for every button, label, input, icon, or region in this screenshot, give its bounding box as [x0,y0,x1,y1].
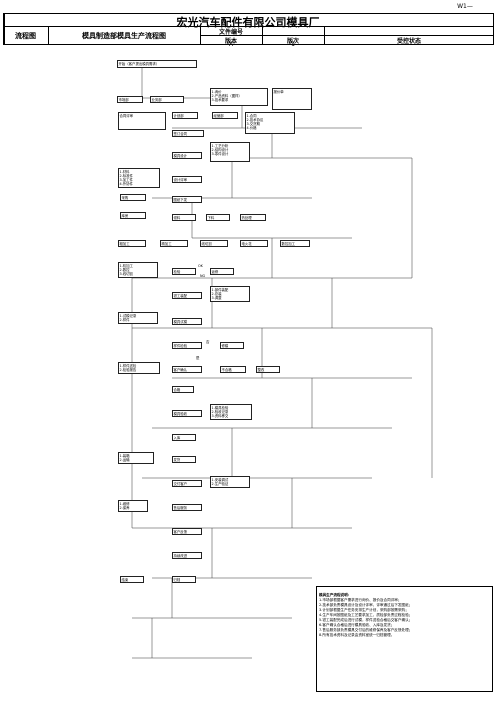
node-correct: 整改 [256,366,280,373]
node-repair: 修模 [220,342,244,349]
node-cut: 下料 [206,214,230,221]
node-after-sales: 售后服务 [172,504,202,511]
node-trial-record: 1.试模记录 2.样件 [118,312,158,324]
yes-label: 是 [196,356,200,360]
node-quote: 报价单 [272,88,312,110]
node-maintain: 1.维修 2.保养 [118,500,148,512]
node-wire: 线切割 [200,240,228,247]
node-rework: 返修 [210,268,234,275]
revision-label: 版次 [286,38,299,45]
node-inspect: 检验 [172,268,196,275]
node-trial: 模具试模 [172,318,202,325]
node-design-steps: 1.工艺分析 2.结构设计 3.零件设计 [210,142,250,162]
version-label: 版本 [224,38,237,45]
node-install: 1.安装调试 2.生产验证 [210,476,250,488]
no-label: 否 [206,340,210,344]
node-business: 经营部 [212,112,238,119]
node-contract-review: 合同评审 [118,112,166,130]
file-no-label: 文件编号 [218,29,243,36]
node-improve: 持续改进 [172,552,202,559]
doc-number: W1— [457,3,473,10]
node-drawings: 图纸下发 [172,196,202,203]
flowchart-label: 流程图 [15,32,36,40]
node-start: 开始（客户提出模具需求） [117,60,197,68]
page-title: 模具制造部模具生产流程图 [82,32,166,40]
ng-label: NG [200,274,206,278]
node-packing: 1.装箱 2.运输 [118,452,154,464]
process-notes: 模具生产流程说明： 1.市场部根据客户需求进行询价、报价及合同评审； 2.技术部… [316,586,493,692]
status-label: 受控状态 [396,38,421,45]
node-sales: 业务部 [150,96,184,103]
node-warehouse: 库房 [120,212,146,219]
node-ship: 发货 [172,456,196,463]
node-ng: 不合格 [220,366,246,373]
node-cnc: 数控加工 [280,240,310,247]
revision-value: 1 [291,41,295,48]
node-plan: 计划部 [172,112,198,119]
node-customer-confirm: 客户确认 [172,366,202,373]
node-heat: 热处理 [240,214,266,221]
node-finish: 精加工 [160,240,188,247]
node-rough: 粗加工 [118,240,146,247]
node-ok: 合格 [172,386,194,393]
node-acceptance: 模具验收 [172,410,202,417]
node-deliver: 交付客户 [172,480,202,487]
node-archive: 归档 [172,576,196,583]
node-purchase: 采购 [120,194,146,201]
node-acceptance-steps: 1.模具检验 2.验收记录 3.资料移交 [210,404,252,420]
node-pick: 领料 [172,214,196,221]
company-name: 宏光汽车配件有限公司模具厂 [176,16,320,29]
version-value: A [228,41,234,48]
node-inquiry: 1.询价 2.产品资料（图样） 3.技术要求 [210,88,268,106]
node-design-review: 设计评审 [172,176,202,183]
node-sample-check: 样件检验 [172,342,202,349]
notes-title: 模具生产流程说明： [319,593,352,597]
node-assembly: 钳工装配 [172,292,202,299]
node-sign-contract: 签订合同 [172,130,204,137]
node-edm: 电火花 [240,240,268,247]
node-purchase-items: 1.材料 2.标准件 3.加工件 4.外协件 [118,168,160,188]
node-feedback: 客户反馈 [172,528,202,535]
node-contract-items: 1.合同 2.技术协议 3.交货期 4.价格 [245,112,295,134]
header-table [3,13,494,45]
node-assembly-steps: 1.部件装配 2.总装 3.调整 [210,286,250,302]
node-sample-report: 1.样件送检 2.检验报告 [118,362,160,374]
node-end: 结束 [120,576,144,583]
node-machining: 1.机加工 2.数控 3.线切割 [118,262,158,278]
node-market: 市场部 [117,96,143,103]
node-mold-design: 模具设计 [172,152,202,159]
notes-body: 1.市场部根据客户需求进行询价、报价及合同评审； 2.技术部负责模具设计及设计评… [319,598,413,637]
node-stock-in: 入库 [172,434,196,441]
ok-label: OK [198,264,203,268]
